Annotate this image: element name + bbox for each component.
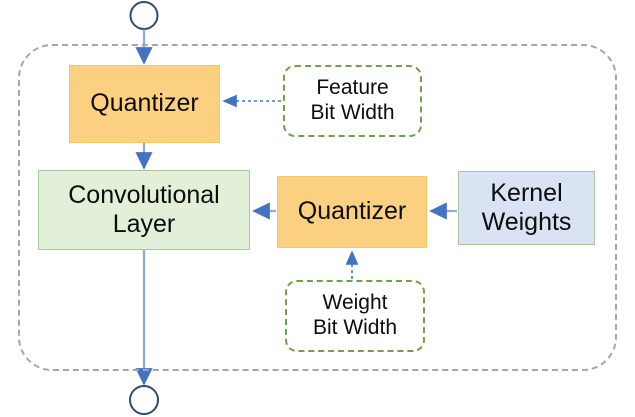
node-weight-bit-width[interactable]: Weight Bit Width — [285, 280, 425, 352]
output-terminator-circle — [129, 385, 159, 415]
node-kernel-weights[interactable]: Kernel Weights — [458, 171, 595, 245]
node-kernel-weights-label: Kernel Weights — [481, 178, 572, 237]
node-feature-quantizer-label: Quantizer — [90, 89, 199, 118]
node-convolutional-layer-label: Convolutional Layer — [68, 180, 220, 239]
quantized-layer-group-container — [18, 44, 617, 371]
input-terminator-circle — [129, 1, 159, 30]
node-weight-bit-width-label: Weight Bit Width — [312, 291, 398, 339]
node-feature-bit-width[interactable]: Feature Bit Width — [283, 65, 422, 137]
node-feature-quantizer[interactable]: Quantizer — [69, 65, 220, 143]
node-feature-bit-width-label: Feature Bit Width — [310, 76, 395, 124]
node-weight-quantizer[interactable]: Quantizer — [277, 176, 427, 248]
node-weight-quantizer-label: Quantizer — [297, 197, 407, 226]
node-convolutional-layer[interactable]: Convolutional Layer — [38, 170, 250, 250]
